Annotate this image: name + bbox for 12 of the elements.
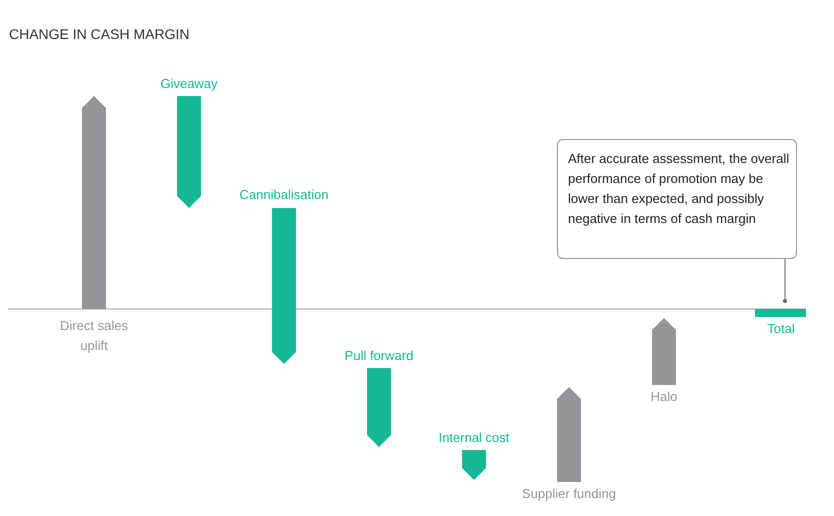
callout-box: [557, 139, 797, 259]
bar-label: Cannibalisation: [240, 186, 328, 204]
bar-label: Halo: [650, 388, 678, 406]
bar-label: Pull forward: [344, 347, 414, 365]
bar-label: Direct sales uplift: [59, 317, 129, 355]
leader-line: [782, 258, 788, 304]
bar-label: Internal cost: [438, 429, 510, 447]
bar-label: Supplier funding: [522, 485, 616, 503]
callout-text: After accurate assessment, the overall performance of promotion may be lower than expected, and possibly negative in terms of cash margin: [568, 150, 790, 228]
bar-label: Total: [767, 320, 795, 338]
bar-label: Giveaway: [160, 75, 218, 93]
chart-title: CHANGE IN CASH MARGIN: [9, 26, 190, 42]
